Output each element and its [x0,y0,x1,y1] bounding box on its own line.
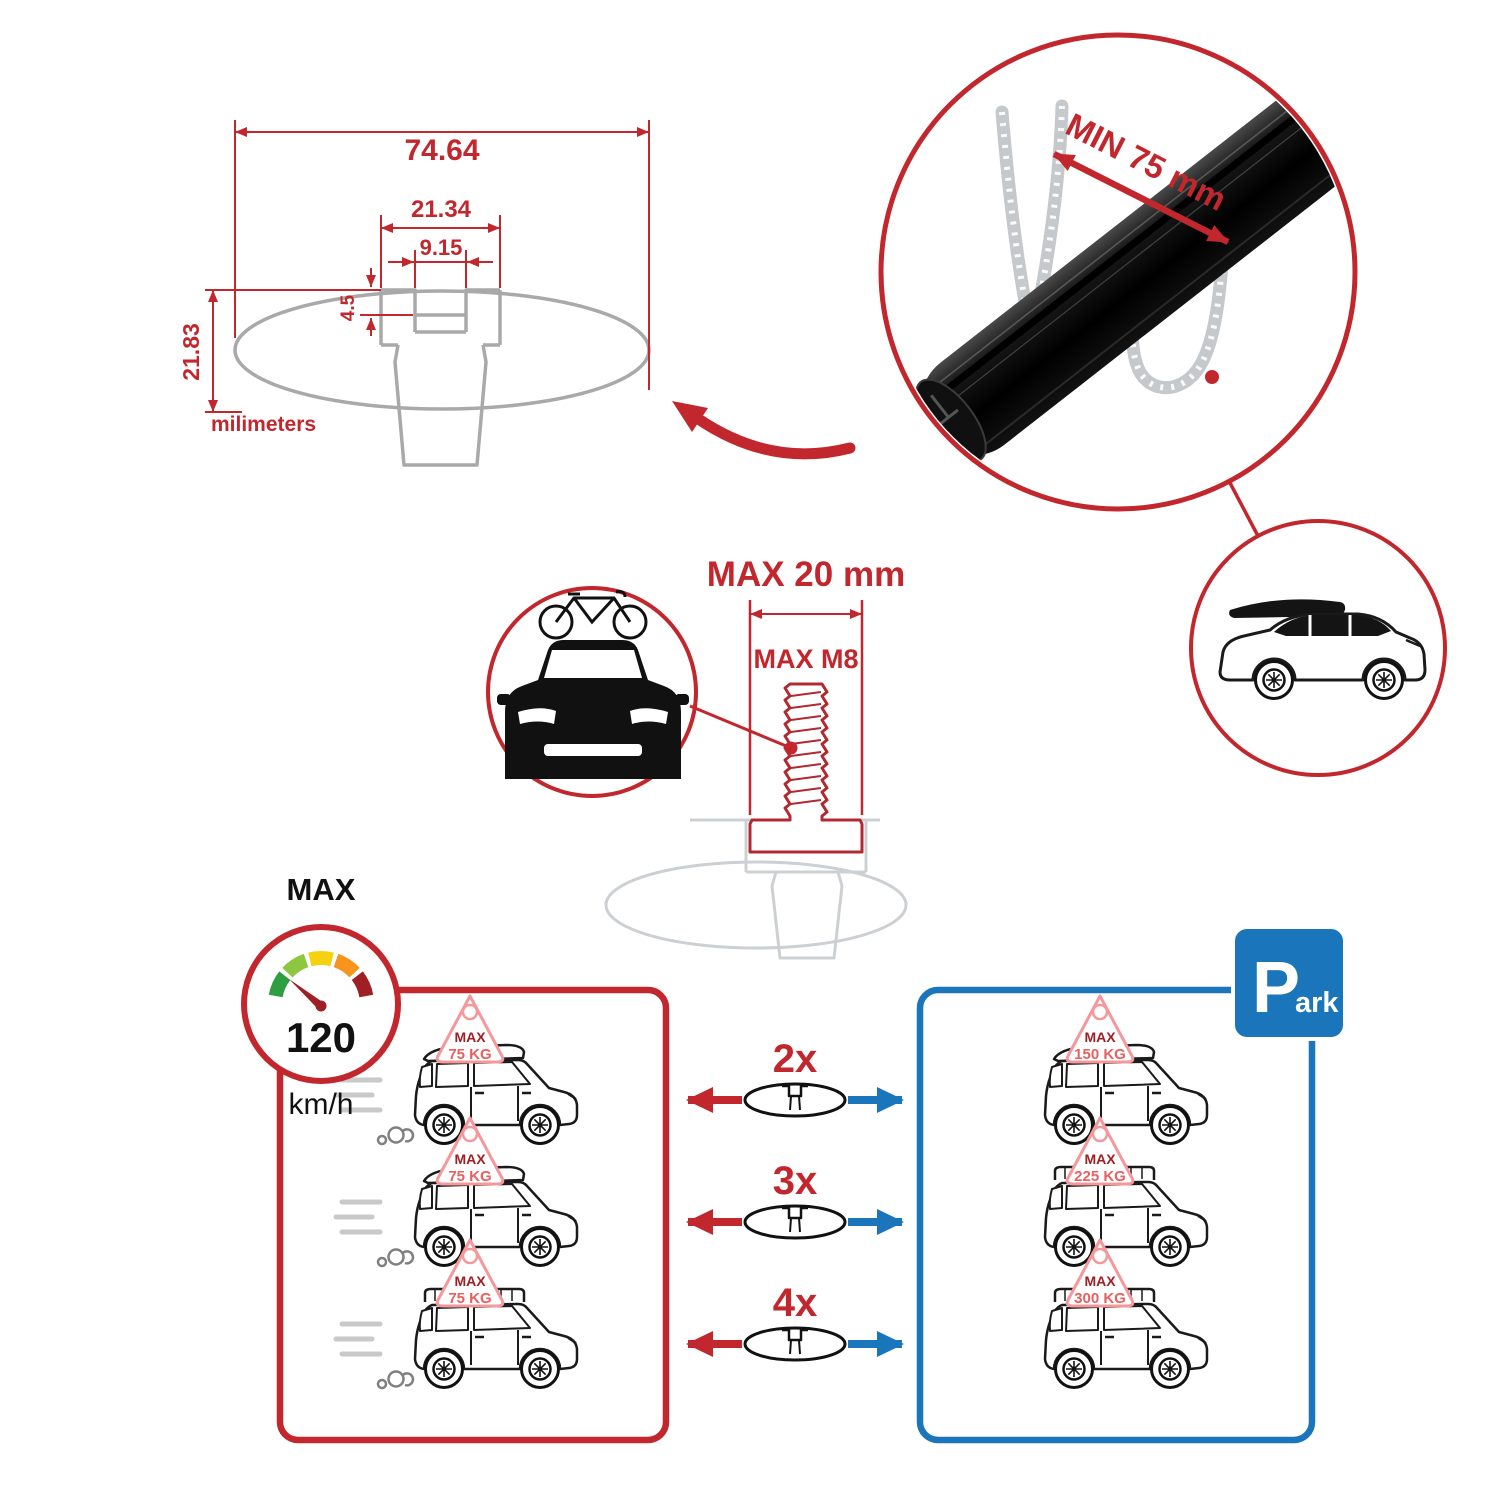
unit-label: milimeters [211,413,316,436]
gauge-max-label: MAX [287,872,356,907]
car-front-silhouette [497,640,689,779]
crossbar-dimension-drawing: 74.64 21.34 9.15 4.5 [178,120,856,467]
dim-total-height: 21.83 [178,289,381,413]
dim-slot-inner: 9.15 [388,235,493,288]
load-sign-value: 150 KG [1074,1046,1126,1063]
bolt-max-width-label: MAX 20 mm [707,555,905,594]
fixing-point-dot [1205,370,1219,384]
gauge-unit: km/h [288,1088,353,1121]
crossbar-section-icon [743,1204,847,1240]
suv-roofbox-circle [1189,519,1447,777]
load-sign-max: MAX [454,1273,486,1289]
park-sign-icon: P ark [1231,925,1347,1041]
gauge-arcs [268,951,374,998]
suv-windows [1274,615,1391,636]
bolt-diagram: MAX 20 mm MAX M8 [604,555,908,960]
dim-slot-outer: 21.34 [380,196,501,288]
load-sign-value: 300 KG [1074,1290,1126,1307]
load-sign-max: MAX [1084,1151,1116,1167]
crossbar-cross-section [233,288,651,467]
load-sign-value: 225 KG [1074,1168,1126,1185]
load-sign-max: MAX [454,1029,486,1045]
dim-total-height-value: 21.83 [178,323,204,381]
connector-line [1227,480,1260,537]
dim-slot-outer-value: 21.34 [411,196,472,223]
speed-streaks-icon [336,1202,413,1266]
gauge-value: 120 [286,1014,356,1061]
park-sign-ark: ark [1295,987,1339,1019]
crossbar-section-icon [743,1326,847,1362]
load-sign-max: MAX [1084,1029,1116,1045]
multiplier-label: 4x [773,1281,818,1325]
crossbar-section-icon [743,1082,847,1118]
dim-total-width-value: 74.64 [404,134,479,167]
crossbar-detail-circle: MIN 75 mm [878,32,1358,537]
parked-load-box [916,986,1316,1444]
load-sign-max: MAX [1084,1273,1116,1289]
gauge-needle [289,979,324,1009]
load-sign-value: 75 KG [448,1290,491,1307]
ghost-cross-section [604,818,908,960]
load-sign-max: MAX [454,1151,486,1167]
dim-slot-inner-value: 9.15 [420,235,463,260]
bike-on-car-circle [486,586,792,798]
dim-lip-depth-value: 4.5 [338,294,359,321]
multiplier-label: 2x [773,1037,818,1081]
connector-line-bolt [689,704,792,750]
multiplier-label: 3x [773,1159,818,1203]
bolt-max-thread-label: MAX M8 [753,644,858,674]
multiplier-row-2: 3x [686,1159,904,1240]
driving-load-box [276,986,670,1444]
bolt-pointer-dot [784,741,798,755]
dim-total-width: 74.64 [234,120,650,390]
load-sign-value: 75 KG [448,1046,491,1063]
t-bolt [748,682,864,854]
dim-lip-depth: 4.5 [338,268,413,336]
park-sign-p: P [1252,948,1300,1028]
bicycle-icon [538,590,648,640]
load-sign-value: 75 KG [448,1168,491,1185]
capacity-diagram: MAX 75 KG MAX 75 KG MAX 75 KG MAX 150 KG… [276,925,1347,1444]
speed-limit-gauge: MAX 120 km/h [241,872,401,1121]
suv-with-roofbox [1218,599,1427,700]
speed-streaks-icon [336,1324,413,1388]
multiplier-row-3: 4x [686,1281,904,1362]
multiplier-row-1: 2x [686,1037,904,1118]
pointer-arrow-to-section [672,401,856,460]
